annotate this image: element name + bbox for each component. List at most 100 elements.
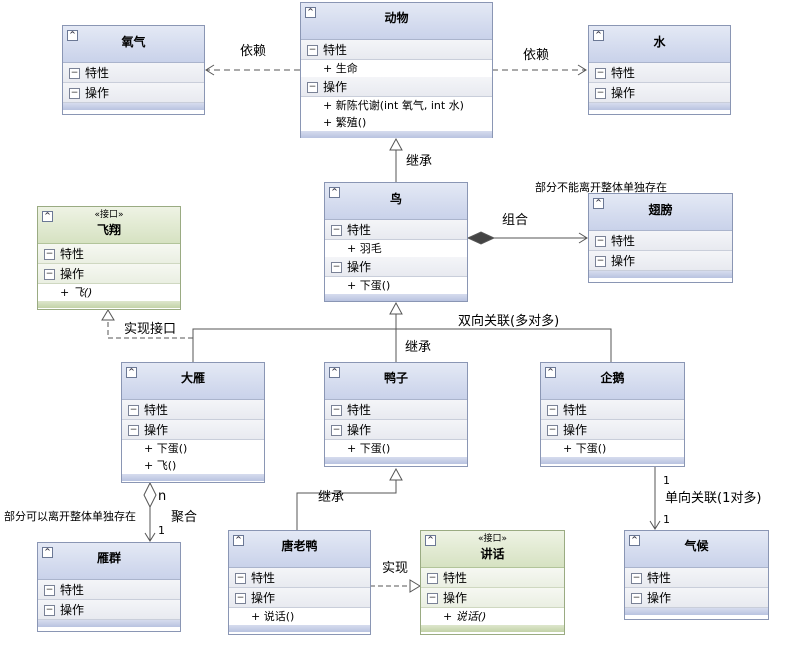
collapse-minus-icon[interactable]: − [235,593,246,604]
collapse-minus-icon[interactable]: − [331,405,342,416]
class-duck[interactable]: ^ 鸭子 −特性 −操作 + 下蛋() [324,362,468,467]
collapse-icon[interactable]: ^ [126,367,137,378]
collapse-icon[interactable]: ^ [329,367,340,378]
attributes-section[interactable]: −特性 [38,244,180,264]
operation-item: + 飞() [122,457,264,474]
collapse-minus-icon[interactable]: − [331,262,342,273]
section-label: 特性 [347,403,372,417]
collapse-minus-icon[interactable]: − [331,225,342,236]
section-label: 操作 [647,591,672,605]
collapse-icon[interactable]: ^ [329,187,340,198]
operations-section[interactable]: −操作 [325,420,467,440]
collapse-minus-icon[interactable]: − [331,425,342,436]
collapse-minus-icon[interactable]: − [128,405,139,416]
attributes-section[interactable]: −特性 [229,568,370,588]
class-footer [229,625,370,632]
operations-section[interactable]: −操作 [301,77,492,97]
collapse-minus-icon[interactable]: − [427,593,438,604]
section-label: 操作 [347,260,372,274]
class-penguin[interactable]: ^ 企鹅 −特性 −操作 + 下蛋() [540,362,685,467]
collapse-minus-icon[interactable]: − [427,573,438,584]
class-bird[interactable]: ^ 鸟 −特性 + 羽毛 −操作 + 下蛋() [324,182,468,302]
operations-section[interactable]: −操作 [229,588,370,608]
operations-section[interactable]: −操作 [38,600,180,620]
attributes-section[interactable]: −特性 [421,568,564,588]
class-climate[interactable]: ^ 气候 −特性 −操作 [624,530,769,620]
collapse-icon[interactable]: ^ [629,535,640,546]
attributes-section[interactable]: −特性 [325,220,467,240]
realization-triangle-fly [101,309,115,321]
label-composition: 组合 [502,213,529,228]
operations-section[interactable]: −操作 [122,420,264,440]
section-label: 特性 [60,583,85,597]
class-name: 翅膀 [648,203,673,217]
class-donald-duck[interactable]: ^ 唐老鸭 −特性 −操作 + 说话() [228,530,371,635]
collapse-minus-icon[interactable]: − [44,249,55,260]
collapse-minus-icon[interactable]: − [307,82,318,93]
section-label: 特性 [144,403,169,417]
operations-section[interactable]: −操作 [589,83,730,103]
collapse-minus-icon[interactable]: − [44,605,55,616]
operations-section[interactable]: −操作 [38,264,180,284]
dependency-arrowhead-oxygen [205,64,215,76]
attributes-section[interactable]: −特性 [301,40,492,60]
label-aggregation-mult-n: n [158,489,167,504]
attributes-section[interactable]: −特性 [63,63,204,83]
collapse-icon[interactable]: ^ [425,535,436,546]
collapse-minus-icon[interactable]: − [307,45,318,56]
section-label: 特性 [323,43,348,57]
class-name: 动物 [384,11,409,25]
class-oxygen[interactable]: ^ 氧气 −特性 −操作 [62,25,205,115]
section-label: 操作 [60,603,85,617]
attributes-section[interactable]: −特性 [325,400,467,420]
collapse-minus-icon[interactable]: − [631,593,642,604]
stereotype-label: «接口» [477,534,507,544]
operations-section[interactable]: −操作 [625,588,768,608]
collapse-icon[interactable]: ^ [305,7,316,18]
collapse-icon[interactable]: ^ [545,367,556,378]
collapse-icon[interactable]: ^ [593,198,604,209]
collapse-minus-icon[interactable]: − [69,68,80,79]
class-goose-flock[interactable]: ^ 雁群 −特性 −操作 [37,542,181,632]
collapse-minus-icon[interactable]: − [547,405,558,416]
operations-section[interactable]: −操作 [325,257,467,277]
operations-section[interactable]: −操作 [63,83,204,103]
section-label: 操作 [60,267,85,281]
collapse-minus-icon[interactable]: − [595,68,606,79]
collapse-minus-icon[interactable]: − [595,236,606,247]
interface-fly[interactable]: ^ «接口» 飞翔 −特性 −操作 + 飞() [37,206,181,310]
interface-header: ^ «接口» 讲话 [421,531,564,568]
collapse-minus-icon[interactable]: − [595,256,606,267]
collapse-minus-icon[interactable]: − [44,585,55,596]
collapse-minus-icon[interactable]: − [69,88,80,99]
collapse-minus-icon[interactable]: − [128,425,139,436]
operations-section[interactable]: −操作 [589,251,732,271]
attributes-section[interactable]: −特性 [589,231,732,251]
operations-section[interactable]: −操作 [421,588,564,608]
class-water[interactable]: ^ 水 −特性 −操作 [588,25,731,115]
attributes-section[interactable]: −特性 [541,400,684,420]
collapse-minus-icon[interactable]: − [44,269,55,280]
collapse-minus-icon[interactable]: − [631,573,642,584]
class-animal[interactable]: ^ 动物 −特性 + 生命 −操作 + 新陈代谢(int 氧气, int 水) … [300,2,493,138]
interface-speak[interactable]: ^ «接口» 讲话 −特性 −操作 + 说话() [420,530,565,635]
class-name: 大雁 [180,371,205,385]
attributes-section[interactable]: −特性 [38,580,180,600]
section-label: 特性 [611,66,636,80]
collapse-minus-icon[interactable]: − [547,425,558,436]
composition-arrowhead [578,232,588,244]
attributes-section[interactable]: −特性 [625,568,768,588]
collapse-minus-icon[interactable]: − [595,88,606,99]
collapse-icon[interactable]: ^ [593,30,604,41]
collapse-icon[interactable]: ^ [233,535,244,546]
collapse-icon[interactable]: ^ [67,30,78,41]
attributes-section[interactable]: −特性 [589,63,730,83]
attributes-section[interactable]: −特性 [122,400,264,420]
operations-section[interactable]: −操作 [541,420,684,440]
class-wing[interactable]: ^ 翅膀 −特性 −操作 [588,193,733,283]
class-wildgoose[interactable]: ^ 大雁 −特性 −操作 + 下蛋() + 飞() [121,362,265,483]
collapse-icon[interactable]: ^ [42,547,53,558]
operation-item: + 下蛋() [325,440,467,457]
collapse-icon[interactable]: ^ [42,211,53,222]
collapse-minus-icon[interactable]: − [235,573,246,584]
